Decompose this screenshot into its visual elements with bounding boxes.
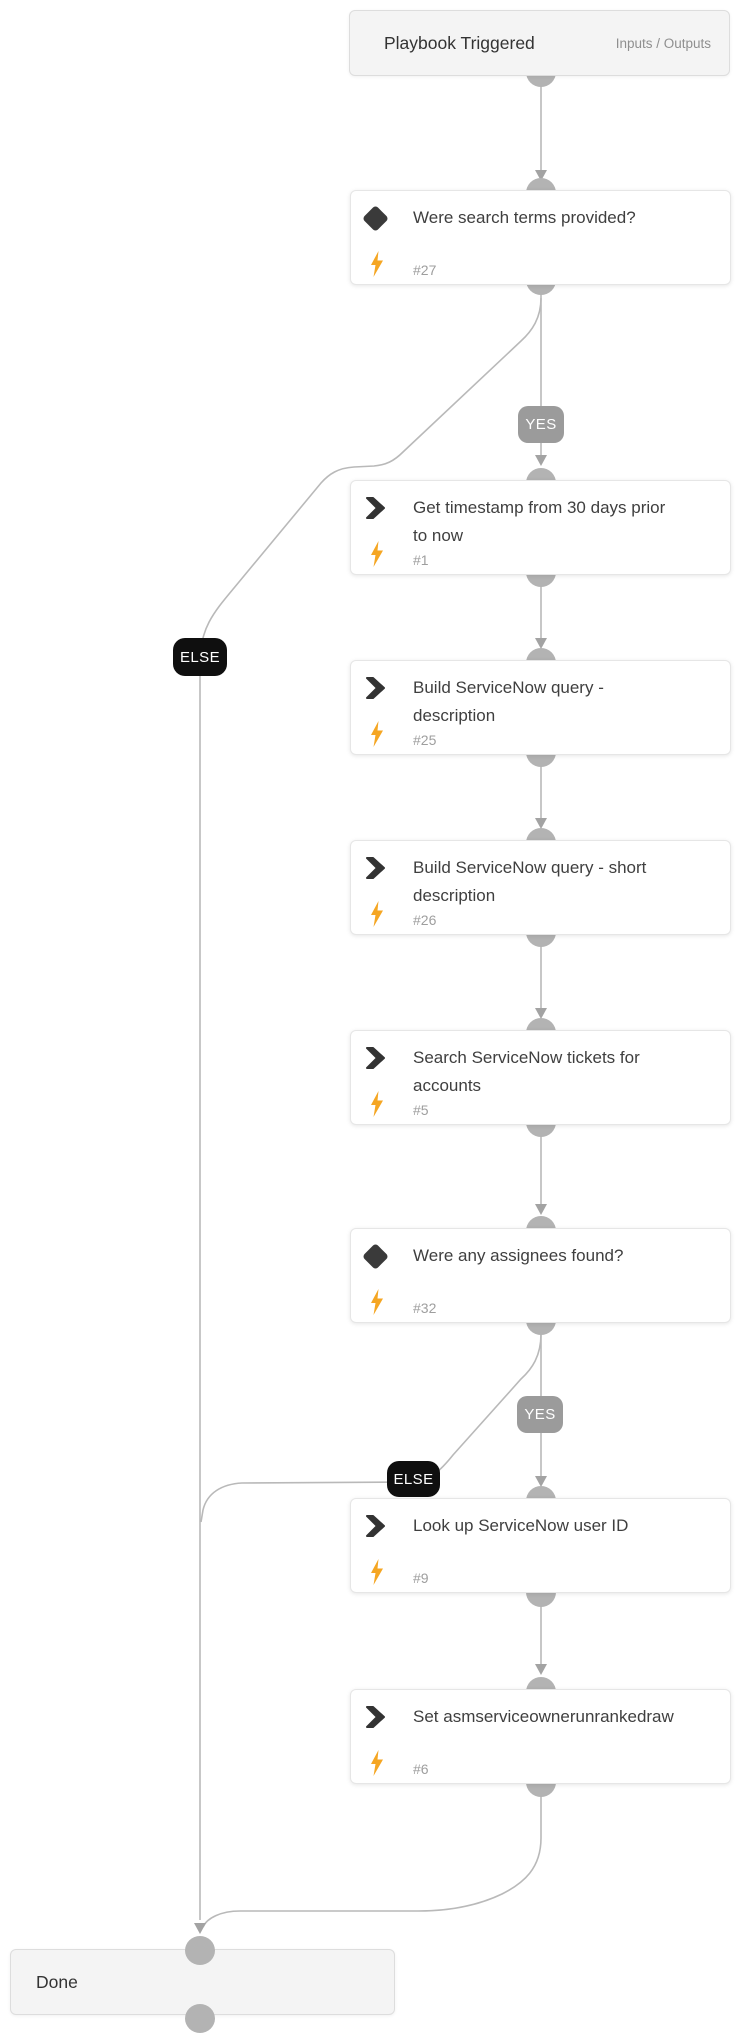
bolt-icon — [370, 541, 384, 567]
arrowheads — [194, 170, 547, 1934]
edge-node6-to-done — [202, 1788, 542, 1928]
done-output-connector — [185, 2004, 215, 2033]
node-title: Set asmserviceownerunrankedraw — [413, 1707, 674, 1726]
decision-diamond-icon — [362, 1243, 389, 1270]
decision-diamond-icon — [362, 205, 389, 232]
bolt-icon — [370, 721, 384, 747]
node-title: Were any assignees found? — [413, 1246, 624, 1265]
start-title: Playbook Triggered — [384, 32, 535, 53]
node-decision-search-terms[interactable]: Were search terms provided? #27 — [350, 190, 731, 285]
node-title: Get timestamp from 30 days prior to now — [413, 498, 666, 545]
node-title: Build ServiceNow query - short descripti… — [413, 858, 647, 905]
node-build-query-short-description[interactable]: Build ServiceNow query - short descripti… — [350, 840, 731, 935]
action-chevron-icon — [366, 1046, 386, 1070]
node-title: Were search terms provided? — [413, 208, 636, 227]
node-title: Search ServiceNow tickets for accounts — [413, 1048, 640, 1095]
bolt-icon — [370, 1091, 384, 1117]
decision2-yes-badge: YES — [517, 1396, 563, 1433]
done-input-connector — [185, 1936, 215, 1965]
node-title: Look up ServiceNow user ID — [413, 1516, 629, 1535]
node-build-query-description[interactable]: Build ServiceNow query - description #25 — [350, 660, 731, 755]
inputs-outputs-link[interactable]: Inputs / Outputs — [615, 35, 711, 51]
action-chevron-icon — [366, 856, 386, 880]
end-title: Done — [36, 1971, 78, 1992]
action-chevron-icon — [366, 1705, 386, 1729]
node-search-tickets[interactable]: Search ServiceNow tickets for accounts #… — [350, 1030, 731, 1125]
node-title: Build ServiceNow query - description — [413, 678, 604, 725]
edge-decision2-else — [200, 1333, 542, 1523]
node-id: #9 — [413, 1570, 429, 1586]
bolt-icon — [370, 1750, 384, 1776]
node-set-asmserviceowner[interactable]: Set asmserviceownerunrankedraw #6 — [350, 1689, 731, 1784]
decision2-else-badge: ELSE — [387, 1461, 440, 1497]
node-id: #6 — [413, 1761, 429, 1777]
node-id: #32 — [413, 1300, 437, 1316]
node-decision-assignees-found[interactable]: Were any assignees found? #32 — [350, 1228, 731, 1323]
bolt-icon — [370, 251, 384, 277]
decision1-yes-badge: YES — [518, 406, 564, 443]
node-lookup-user-id[interactable]: Look up ServiceNow user ID #9 — [350, 1498, 731, 1593]
node-id: #26 — [413, 912, 437, 928]
node-id: #27 — [413, 262, 437, 278]
node-id: #1 — [413, 552, 429, 568]
bolt-icon — [370, 1559, 384, 1585]
node-get-timestamp[interactable]: Get timestamp from 30 days prior to now … — [350, 480, 731, 575]
node-id: #25 — [413, 732, 437, 748]
action-chevron-icon — [366, 1514, 386, 1538]
edge-decision1-else — [199, 297, 542, 1920]
action-chevron-icon — [366, 496, 386, 520]
action-chevron-icon — [366, 676, 386, 700]
bolt-icon — [370, 901, 384, 927]
decision1-else-badge: ELSE — [173, 638, 227, 676]
bolt-icon — [370, 1289, 384, 1315]
start-node[interactable]: Playbook Triggered Inputs / Outputs — [349, 10, 730, 76]
node-id: #5 — [413, 1102, 429, 1118]
